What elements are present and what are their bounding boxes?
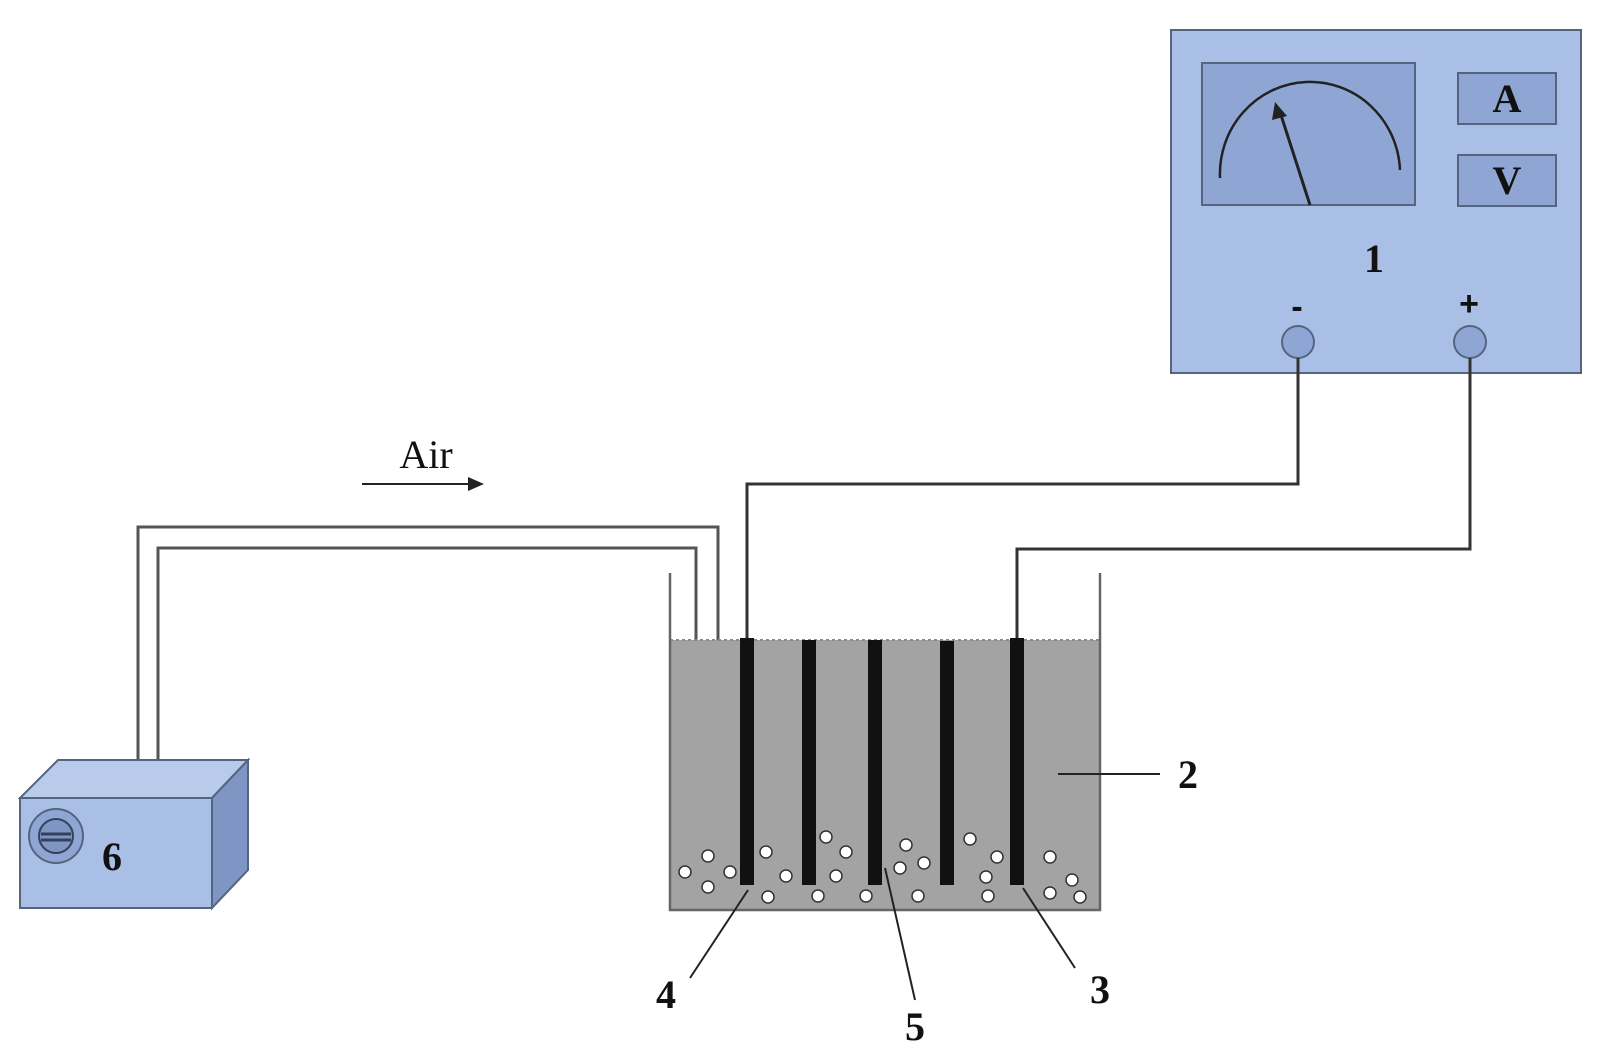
air-pump-top-face	[17, 759, 251, 799]
meter-scale-arc	[1218, 80, 1402, 179]
arrow-head-icon	[468, 477, 484, 491]
power-supply-number: 1	[1364, 236, 1384, 281]
electrolytic-cell	[668, 573, 1102, 912]
negative-sign: -	[1291, 288, 1302, 326]
bubble	[779, 869, 793, 883]
ammeter-key-label: A	[1493, 76, 1522, 121]
bubble	[759, 845, 773, 859]
voltmeter-key-label: V	[1493, 158, 1522, 203]
ammeter-button[interactable]	[1457, 72, 1557, 125]
cathode-number: 4	[656, 972, 676, 1017]
bubble	[859, 889, 873, 903]
bubble	[701, 880, 715, 894]
cathode-electrode	[740, 638, 754, 885]
bipolar-electrode	[940, 641, 954, 885]
air-flow-label: Air	[399, 432, 452, 477]
anode-electrode	[1010, 638, 1024, 885]
voltmeter-button[interactable]	[1457, 154, 1557, 207]
bipolar-leader-line	[884, 867, 916, 1001]
bipolar-electrode-number: 5	[905, 1004, 925, 1049]
bubble	[839, 845, 853, 859]
air-bubbles	[678, 830, 1087, 904]
bubble	[963, 832, 977, 846]
bipolar-electrode	[868, 640, 882, 885]
meter-needle-tip-icon	[1272, 102, 1287, 120]
meter-needle	[1278, 111, 1312, 206]
bubble	[893, 861, 907, 875]
bubble	[723, 865, 737, 879]
bubble	[990, 850, 1004, 864]
bubble	[701, 849, 715, 863]
air-pump-dial-knob	[38, 818, 74, 854]
air-pump: 6	[17, 757, 251, 911]
bubble	[819, 830, 833, 844]
bubble	[981, 889, 995, 903]
bubble	[1043, 886, 1057, 900]
cathode-leader-line	[689, 889, 749, 979]
air-pump-number: 6	[102, 834, 122, 879]
positive-sign: +	[1459, 285, 1479, 323]
bubble	[761, 890, 775, 904]
bubble	[1043, 850, 1057, 864]
bubble	[829, 869, 843, 883]
bubble	[899, 838, 913, 852]
bubble	[917, 856, 931, 870]
meter-display	[1201, 62, 1416, 206]
negative-wire	[745, 358, 1300, 640]
bubble	[678, 865, 692, 879]
power-supply: A V 1 - +	[1170, 29, 1582, 374]
anode-number: 3	[1090, 967, 1110, 1012]
tank-wall	[668, 573, 1102, 912]
bubble	[1065, 873, 1079, 887]
bubble	[1073, 890, 1087, 904]
electrolyte-number: 2	[1178, 752, 1198, 797]
bubble	[911, 889, 925, 903]
bipolar-electrode	[802, 640, 816, 885]
bubble	[811, 889, 825, 903]
positive-wire	[1015, 358, 1472, 640]
positive-terminal[interactable]	[1453, 325, 1487, 359]
anode-leader-line	[1022, 887, 1076, 969]
negative-terminal[interactable]	[1281, 325, 1315, 359]
bubble	[979, 870, 993, 884]
